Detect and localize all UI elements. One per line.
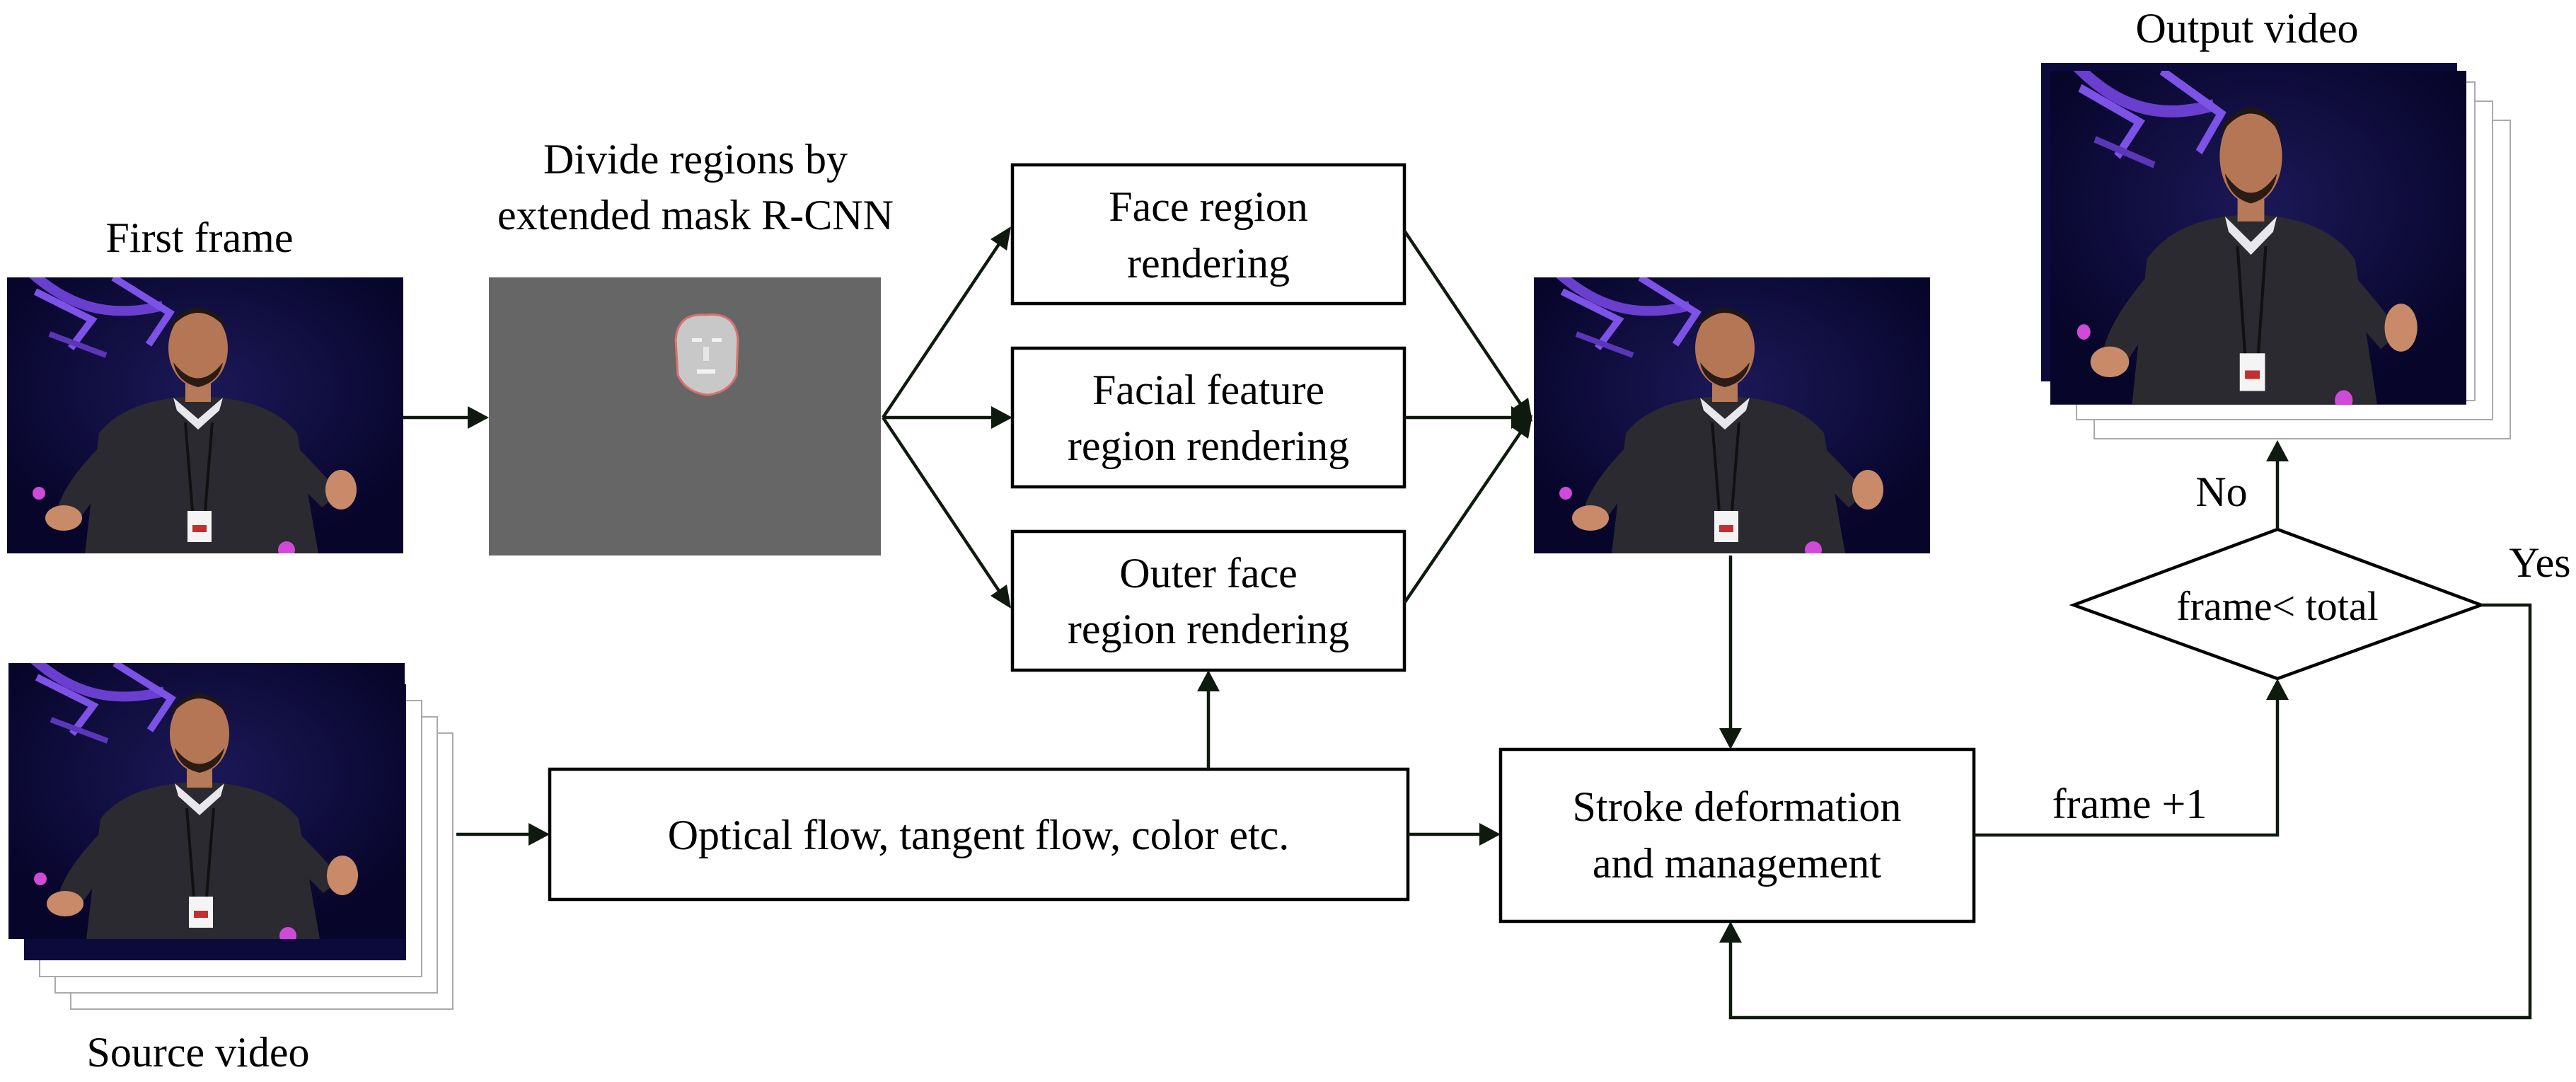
arrow-face-box-to-rendered — [1403, 229, 1532, 422]
mask-rcnn-image — [489, 277, 881, 556]
output-video-label: Output video — [2136, 5, 2359, 52]
outer-face-text-line1: Outer face — [1119, 550, 1297, 597]
arrow-decision-loop-back — [1719, 603, 2532, 1020]
arrow-decision-to-output — [2266, 440, 2289, 529]
arrow-optical-flow-to-stroke — [1408, 823, 1501, 846]
facial-feature-text-line1: Facial feature — [1092, 367, 1324, 413]
arrow-source-to-optical-flow — [456, 823, 550, 846]
frame-total-decision: frame< total — [2069, 527, 2486, 681]
facial-feature-text-line2: region rendering — [1068, 422, 1349, 469]
divide-regions-label-line1: Divide regions by — [543, 136, 848, 183]
yes-label: Yes — [2509, 539, 2570, 586]
outer-face-rendering-box: Outer face region rendering — [1010, 529, 1407, 672]
arrow-outer-box-to-rendered — [1403, 415, 1532, 604]
optical-flow-box: Optical flow, tangent flow, color etc. — [548, 767, 1410, 902]
divide-regions-label-line2: extended mask R-CNN — [497, 192, 894, 238]
arrow-rendered-to-stroke — [1719, 556, 1742, 749]
face-region-text-line2: rendering — [1127, 240, 1290, 287]
arrow-stroke-to-decision — [1974, 679, 2289, 837]
stroke-deformation-text-line2: and management — [1593, 840, 1881, 887]
frame-increment-label: frame +1 — [2052, 781, 2207, 827]
first-frame-image — [7, 263, 403, 558]
output-video-stack — [2041, 63, 2511, 439]
arrow-feature-box-to-rendered — [1404, 406, 1532, 429]
stroke-deformation-box: Stroke deformation and management — [1498, 747, 1976, 923]
arrow-optical-flow-to-outer-box — [1197, 670, 1220, 769]
outer-face-text-line2: region rendering — [1068, 606, 1349, 652]
rendered-frame-image — [1534, 263, 1930, 558]
face-region-rendering-box: Face region rendering — [1010, 163, 1407, 306]
arrow-mask-to-outer-box — [882, 416, 1011, 609]
optical-flow-text: Optical flow, tangent flow, color etc. — [668, 812, 1290, 858]
arrow-mask-to-face-box — [882, 226, 1011, 419]
source-video-stack — [8, 649, 454, 1010]
no-label: No — [2195, 468, 2247, 515]
stroke-deformation-text-line1: Stroke deformation — [1573, 783, 1902, 830]
arrow-first-frame-to-mask — [403, 406, 489, 429]
arrow-mask-to-feature-box — [883, 406, 1012, 429]
facial-feature-rendering-box: Facial feature region rendering — [1010, 346, 1407, 489]
decision-condition-text: frame< total — [2176, 583, 2379, 629]
source-video-label: Source video — [87, 1029, 310, 1076]
first-frame-label: First frame — [106, 214, 294, 261]
face-region-text-line1: Face region — [1109, 183, 1308, 230]
